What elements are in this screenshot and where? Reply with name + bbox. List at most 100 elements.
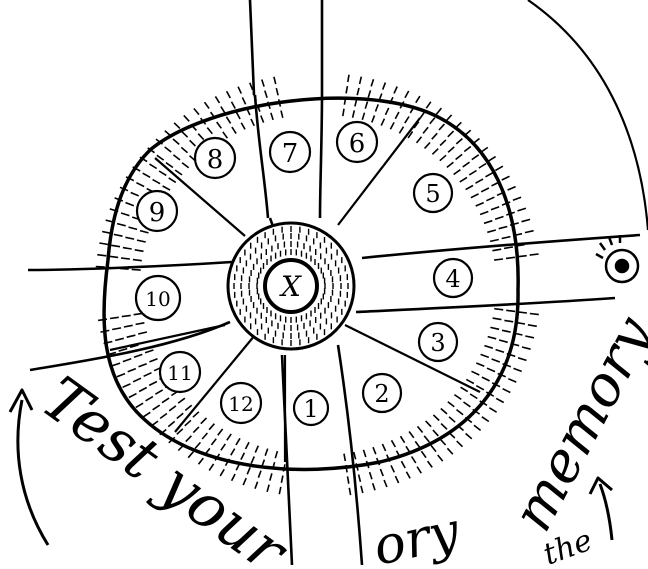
hatch-dash	[525, 336, 534, 338]
hatch-dash	[409, 432, 414, 438]
slot-11: 11	[160, 352, 200, 392]
hatch-dash	[232, 102, 236, 109]
hatch-dash	[518, 358, 526, 361]
hatch-dash	[503, 389, 511, 393]
hatch-dash	[421, 451, 426, 457]
hatch-dash	[99, 243, 108, 245]
hatch-dash	[247, 467, 250, 474]
hatch-dash	[348, 476, 349, 483]
hatch-dash	[490, 327, 499, 329]
hatch-dash	[481, 354, 489, 357]
hatch-dash	[97, 255, 106, 256]
hatch-dash	[236, 112, 240, 119]
hatch-dash	[121, 258, 130, 259]
hatch-dash	[143, 173, 150, 177]
hatch-dash	[448, 402, 455, 407]
hatch-dash	[384, 480, 387, 487]
band-top-right	[320, 0, 322, 218]
hatch-dash	[426, 421, 432, 427]
hatch-dash	[454, 170, 461, 175]
hatch-dash	[506, 310, 515, 311]
hatch-dash	[502, 237, 511, 239]
hatch-dash	[123, 248, 132, 249]
slot-6: 6	[337, 122, 377, 162]
hatch-dash	[226, 117, 230, 124]
hatch-dash	[124, 325, 133, 327]
hatch-dash	[447, 162, 454, 167]
center-label: X	[279, 270, 302, 303]
hatch-dash	[150, 164, 157, 168]
hatch-dash	[439, 124, 444, 130]
hatch-dash	[271, 113, 273, 120]
hatch-dash	[484, 346, 492, 349]
hatch-dash	[476, 363, 484, 366]
hatch-dash	[136, 183, 144, 187]
hatch-dash	[145, 350, 153, 353]
hatch-dash	[185, 405, 191, 410]
hatch-dash	[412, 457, 416, 464]
hatch-dash	[370, 472, 372, 479]
hatch-dash	[184, 115, 189, 121]
hatch-dash	[139, 364, 147, 367]
hatch-dash	[163, 186, 171, 190]
hatch-dash	[129, 394, 137, 398]
hatch-dash	[178, 398, 185, 403]
hatch-dash	[276, 88, 278, 95]
arrow-up-right-icon	[590, 478, 612, 540]
eye-icon	[596, 235, 638, 282]
hatch-dash	[174, 123, 180, 129]
hatch-dash	[364, 450, 366, 457]
hatch-dash	[376, 104, 379, 111]
hatch-dash	[469, 171, 476, 175]
hatch-dash	[117, 224, 126, 226]
hatch-dash	[456, 154, 463, 159]
hatch-dash	[373, 483, 375, 490]
hatch-dash	[457, 410, 464, 415]
hatch-dash	[448, 147, 454, 152]
hatch-dash	[417, 137, 422, 143]
hatch-dash	[390, 122, 394, 129]
hatch-dash	[495, 166, 503, 170]
hatch-dash	[265, 449, 268, 456]
hatch-dash	[392, 440, 396, 447]
hatch-dash	[96, 267, 105, 268]
hatch-dash	[227, 434, 231, 440]
slot-8: 8	[195, 138, 235, 178]
hatch-dash	[423, 127, 428, 133]
hatch-dash	[223, 132, 228, 138]
hatch-dash	[131, 193, 139, 196]
hatch-dash	[159, 171, 166, 175]
band-top-left-inner	[255, 95, 268, 218]
hatch-dash	[232, 127, 236, 134]
hatch-dash	[279, 487, 281, 494]
hatch-dash	[153, 180, 161, 184]
hatch-dash	[371, 79, 373, 86]
hatch-dash	[349, 488, 350, 495]
slot-7: 7	[270, 132, 310, 172]
hatch-dash	[134, 354, 142, 357]
hatch-dash	[111, 245, 120, 246]
hatch-dash	[440, 439, 446, 445]
hatch-dash	[205, 102, 210, 108]
hatch-dash	[426, 102, 431, 108]
hatch-dash	[162, 398, 169, 403]
hatch-dash	[198, 134, 204, 140]
hatch-dash	[476, 386, 484, 390]
hatch-dash	[122, 315, 131, 316]
hatch-dash	[267, 485, 269, 492]
hatch-dash	[190, 140, 196, 146]
hatch-dash	[133, 378, 141, 382]
hatch-dash	[194, 109, 199, 115]
hatch-dash	[218, 429, 223, 435]
hatch-dash	[504, 247, 513, 249]
hatch-dash	[135, 250, 144, 252]
hatch-dash	[466, 186, 473, 190]
hatch-dash	[241, 453, 245, 460]
hatch-dash	[114, 234, 123, 236]
hatch-dash	[275, 451, 277, 458]
hatch-dash	[495, 217, 503, 220]
hatch-dash	[242, 97, 245, 104]
hatch-dash	[470, 394, 477, 399]
band-left-top	[28, 262, 232, 270]
hatch-dash	[436, 108, 441, 114]
